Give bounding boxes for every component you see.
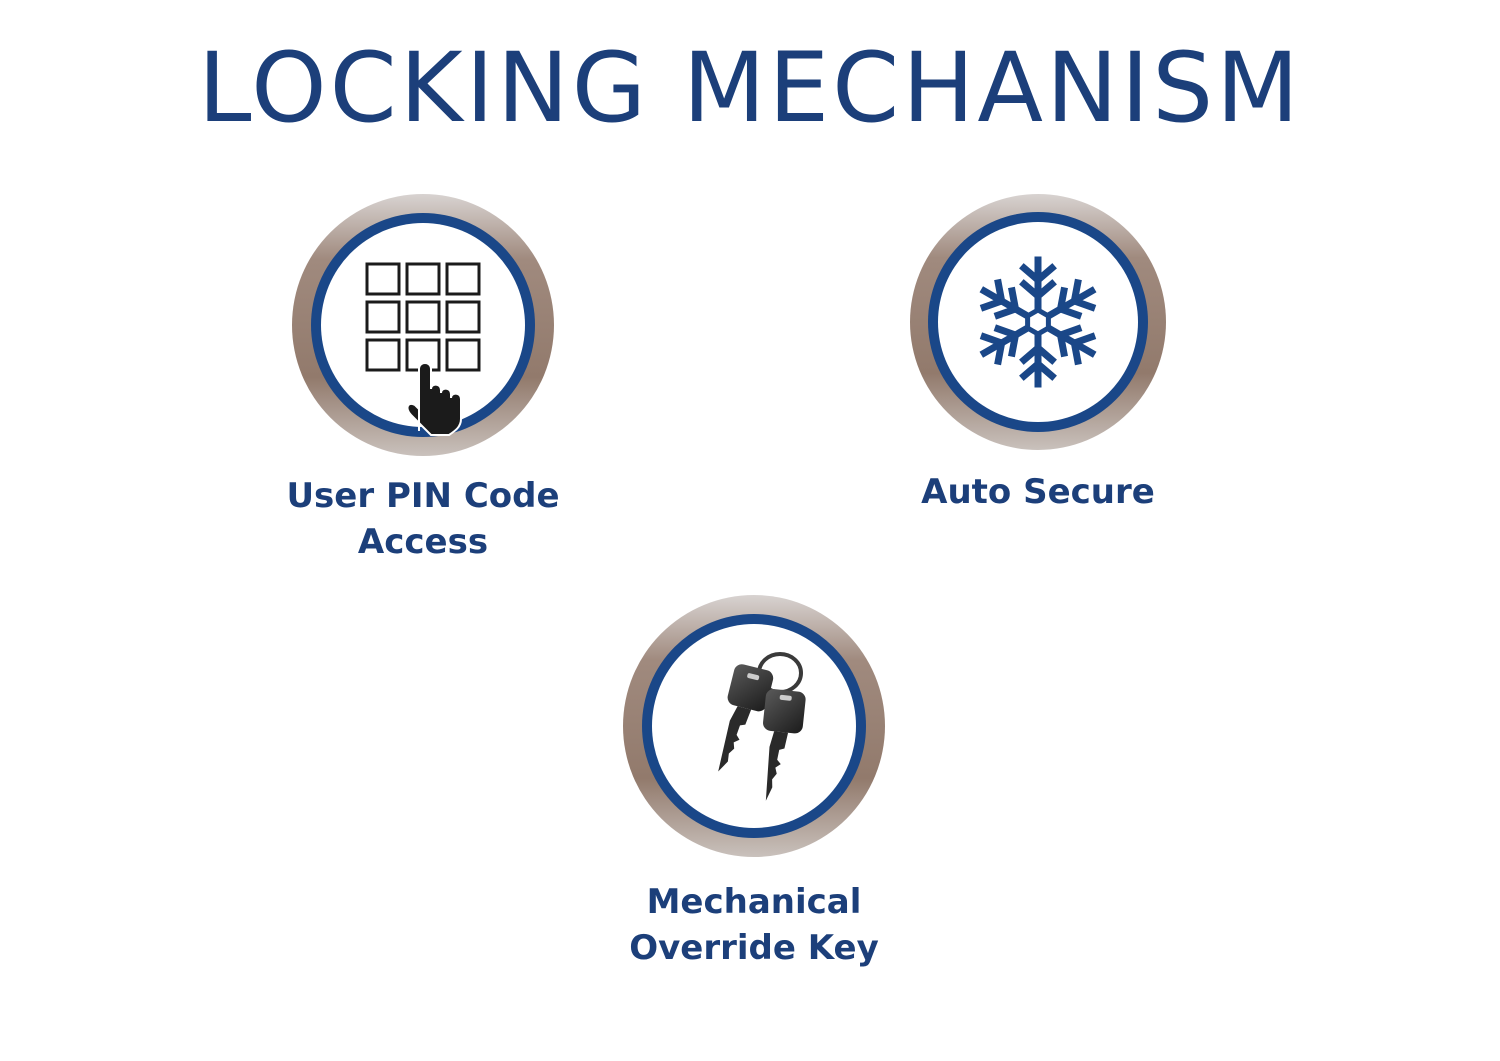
feature-label: Auto Secure: [838, 469, 1238, 515]
feature-badge: [622, 594, 886, 858]
feature-label: Mechanical Override Key: [554, 879, 954, 971]
snowflake-icon: [910, 194, 1166, 450]
label-line: Override Key: [629, 928, 879, 968]
label-line: Mechanical: [646, 882, 862, 922]
keypad-touch-icon: [292, 194, 554, 456]
label-line: User PIN Code: [286, 476, 560, 516]
label-line: Auto Secure: [921, 472, 1155, 512]
feature-badge: [291, 193, 555, 457]
feature-label: User PIN Code Access: [223, 473, 623, 565]
keys-icon: [623, 595, 885, 857]
label-line: Access: [357, 522, 489, 562]
page-title: LOCKING MECHANISM: [198, 32, 1302, 144]
feature-badge: [909, 193, 1167, 451]
